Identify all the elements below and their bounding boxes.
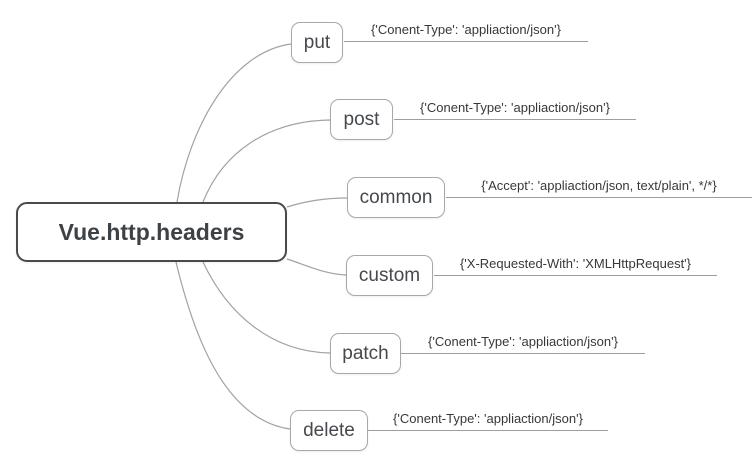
value-node-patch[interactable]: {'Conent-Type': 'appliaction/json'} bbox=[401, 330, 645, 354]
connector-patch bbox=[202, 261, 331, 354]
node-patch[interactable]: patch bbox=[330, 333, 401, 374]
value-node-delete[interactable]: {'Conent-Type': 'appliaction/json'} bbox=[368, 407, 608, 431]
connector-common bbox=[286, 197, 348, 208]
node-put[interactable]: put bbox=[291, 22, 343, 63]
node-post[interactable]: post bbox=[330, 99, 393, 140]
node-custom[interactable]: custom bbox=[346, 255, 433, 296]
connector-put bbox=[176, 43, 292, 203]
value-node-custom[interactable]: {'X-Requested-With': 'XMLHttpRequest'} bbox=[434, 252, 717, 276]
connector-post bbox=[202, 119, 331, 203]
node-delete[interactable]: delete bbox=[290, 410, 368, 451]
connector-custom bbox=[286, 258, 347, 276]
value-node-common[interactable]: {'Accept': 'appliaction/json, text/plain… bbox=[446, 174, 752, 198]
connector-delete bbox=[175, 261, 291, 430]
value-node-post[interactable]: {'Conent-Type': 'appliaction/json'} bbox=[394, 96, 636, 120]
node-common[interactable]: common bbox=[347, 177, 445, 218]
root-node[interactable]: Vue.http.headers bbox=[16, 202, 287, 262]
value-node-put[interactable]: {'Conent-Type': 'appliaction/json'} bbox=[344, 18, 588, 42]
